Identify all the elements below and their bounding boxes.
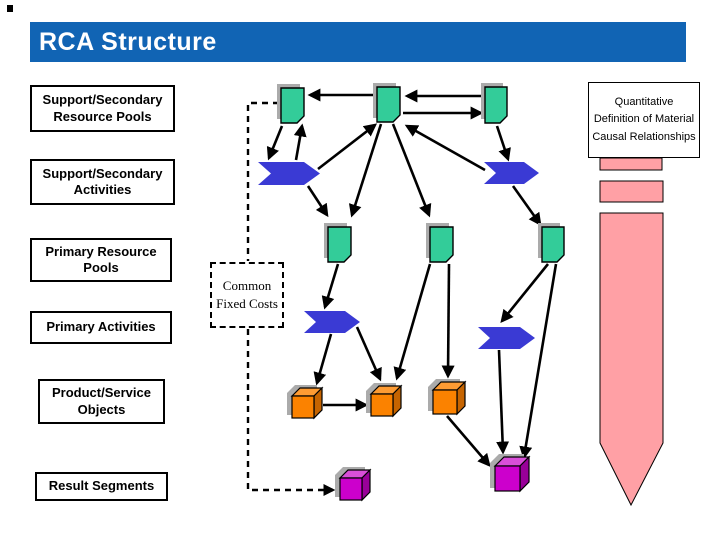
label-primary-activities: Primary Activities [30, 311, 172, 344]
label-support-secondary-resource-pools: Support/Secondary Resource Pools [30, 85, 175, 132]
object-cube-shape [431, 380, 467, 416]
slide-title-bar: RCA Structure [30, 22, 686, 62]
label-result-segments: Result Segments [35, 472, 168, 501]
support-activity-arrow-shape [484, 162, 539, 184]
flow-arrow [348, 123, 383, 218]
activity-arrows [258, 162, 539, 349]
flow-arrow [391, 123, 432, 218]
flow-arrow [321, 263, 340, 310]
resource-pools [277, 83, 565, 263]
causal-down-arrow [599, 212, 664, 507]
label-product-service-objects: Product/Service Objects [38, 379, 165, 424]
flow-arrows [266, 88, 558, 467]
primary-resource-pool-shape [327, 226, 352, 263]
support-resource-pool-shape [484, 86, 508, 124]
primary-activity-arrow-shape [478, 327, 535, 349]
flow-arrow [317, 123, 378, 171]
support-resource-pool-shape [376, 86, 401, 123]
segment-cube-shape [493, 455, 531, 493]
page-title: RCA Structure [39, 27, 217, 56]
flow-arrow [393, 263, 432, 381]
segment-cube-shape [338, 468, 372, 502]
label-support-secondary-activities: Support/Secondary Activities [30, 159, 175, 205]
object-cube-shape [290, 386, 324, 420]
primary-activity-arrow-shape [304, 311, 360, 333]
label-primary-resource-pools: Primary Resource Pools [30, 238, 172, 282]
flow-arrow [306, 185, 329, 218]
flow-arrow [266, 125, 284, 161]
product-service-object-cubes [287, 379, 467, 420]
flow-arrow [404, 124, 486, 172]
flow-arrow [500, 263, 550, 324]
quantitative-definition-box: Quantitative Definition of Material Caus… [588, 82, 700, 158]
flow-arrow [519, 263, 558, 460]
common-fixed-costs-box: Common Fixed Costs [210, 262, 284, 328]
flow-arrow [441, 263, 455, 379]
causal-bar-medium [599, 180, 664, 203]
object-cube-shape [369, 384, 403, 418]
primary-resource-pool-shape [541, 226, 565, 263]
common-cost-dashed-connectors [246, 101, 336, 496]
flow-arrow [313, 333, 333, 386]
flow-arrow [446, 415, 491, 467]
slide-corner-mark [7, 5, 13, 12]
flow-arrow [293, 123, 307, 161]
support-activity-arrow-shape [258, 162, 320, 185]
support-resource-pool-shape [280, 87, 305, 124]
flow-arrow [511, 185, 542, 227]
result-segment-cubes [335, 454, 531, 502]
dashed-connector [246, 101, 279, 261]
flow-arrow [496, 349, 510, 455]
causal-bar-small [599, 157, 663, 171]
flow-arrow [355, 326, 382, 382]
causal-definition-shapes [599, 157, 664, 507]
primary-resource-pool-shape [429, 226, 454, 263]
flow-arrow [495, 125, 511, 162]
